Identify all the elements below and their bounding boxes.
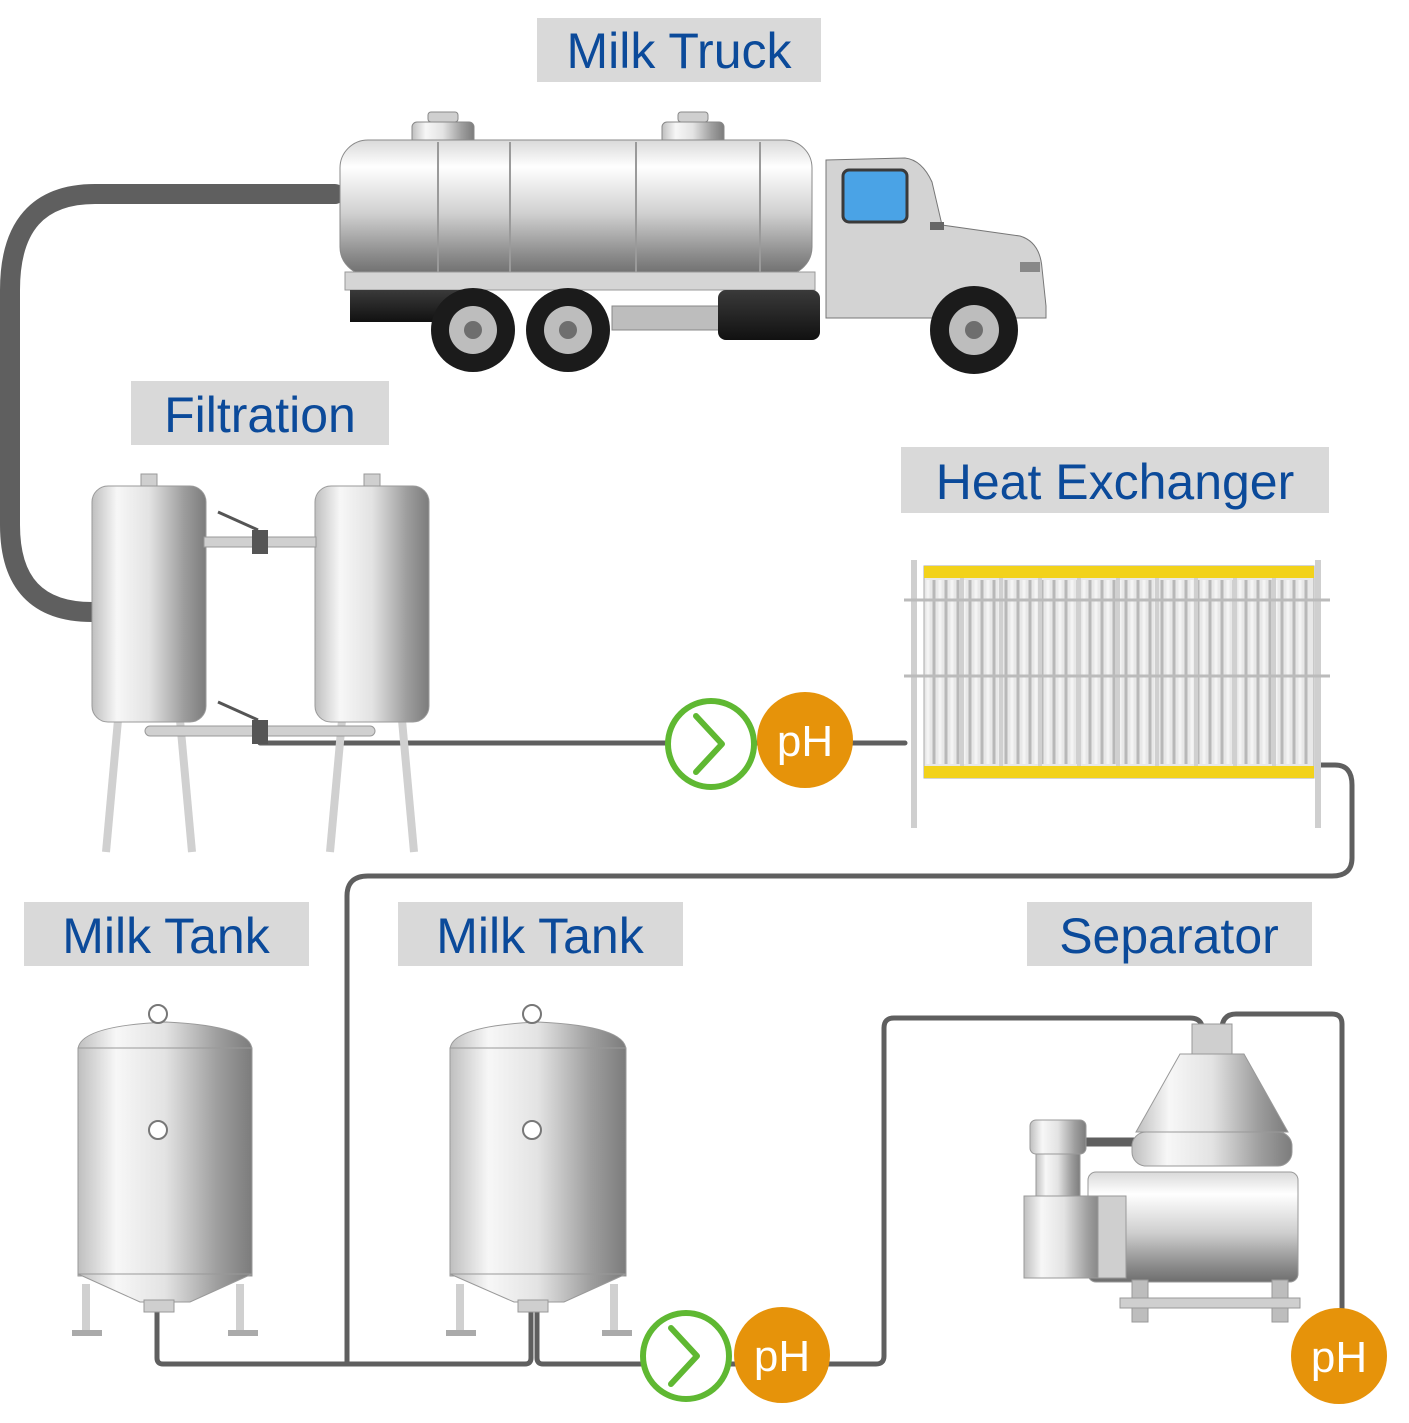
label-text: Milk Tank — [436, 908, 644, 964]
gauge-icon — [148, 1004, 168, 1024]
ph-sensor-2: pH — [734, 1307, 830, 1403]
heat-exchanger-plates — [926, 566, 1308, 778]
truck-wheel — [431, 288, 515, 372]
label-separator: Separator — [1027, 902, 1312, 966]
tank-to-separator-pipe — [534, 1015, 1205, 1367]
separator-machine — [1023, 1023, 1301, 1323]
gauge-icon — [522, 1004, 542, 1024]
truck-to-filtration-hose — [0, 184, 345, 622]
label-filtration: Filtration — [131, 381, 389, 445]
ph-sensor-label: pH — [1311, 1333, 1367, 1382]
label-text: Filtration — [164, 387, 356, 443]
truck-wheel — [526, 288, 610, 372]
milk-tank-2 — [446, 1004, 632, 1336]
flow-chevron-icon — [693, 713, 725, 775]
ph-sensor-label: pH — [754, 1332, 810, 1381]
milk-tanker-truck-icon — [339, 111, 1047, 374]
flow-indicator-1 — [665, 698, 757, 790]
label-milk-tank-1: Milk Tank — [24, 902, 309, 966]
flow-indicator-2 — [640, 1310, 732, 1402]
ph-sensor-3: pH — [1291, 1308, 1387, 1404]
flow-chevron-icon — [668, 1325, 700, 1387]
separator-outlet-pipe — [1219, 1011, 1345, 1315]
label-milk-truck: Milk Truck — [537, 18, 821, 82]
truck-wheel — [930, 286, 1018, 374]
gauge-icon — [148, 1120, 168, 1140]
heat-exchanger-return-pipe — [344, 762, 1355, 1365]
milk-tank-1 — [72, 1004, 258, 1336]
label-milk-tank-2: Milk Tank — [398, 902, 683, 966]
label-text: Separator — [1059, 908, 1279, 964]
label-text: Milk Truck — [567, 23, 793, 79]
ph-sensor-label: pH — [777, 717, 833, 766]
filtration-unit — [91, 473, 430, 853]
tank-header-pipe — [154, 1309, 534, 1367]
label-text: Milk Tank — [62, 908, 270, 964]
gauge-icon — [522, 1120, 542, 1140]
heat-exchanger — [904, 560, 1330, 828]
label-text: Heat Exchanger — [936, 454, 1295, 510]
ph-sensor-1: pH — [757, 692, 853, 788]
label-heat-exchanger: Heat Exchanger — [901, 447, 1329, 513]
pipes — [0, 184, 1355, 1367]
